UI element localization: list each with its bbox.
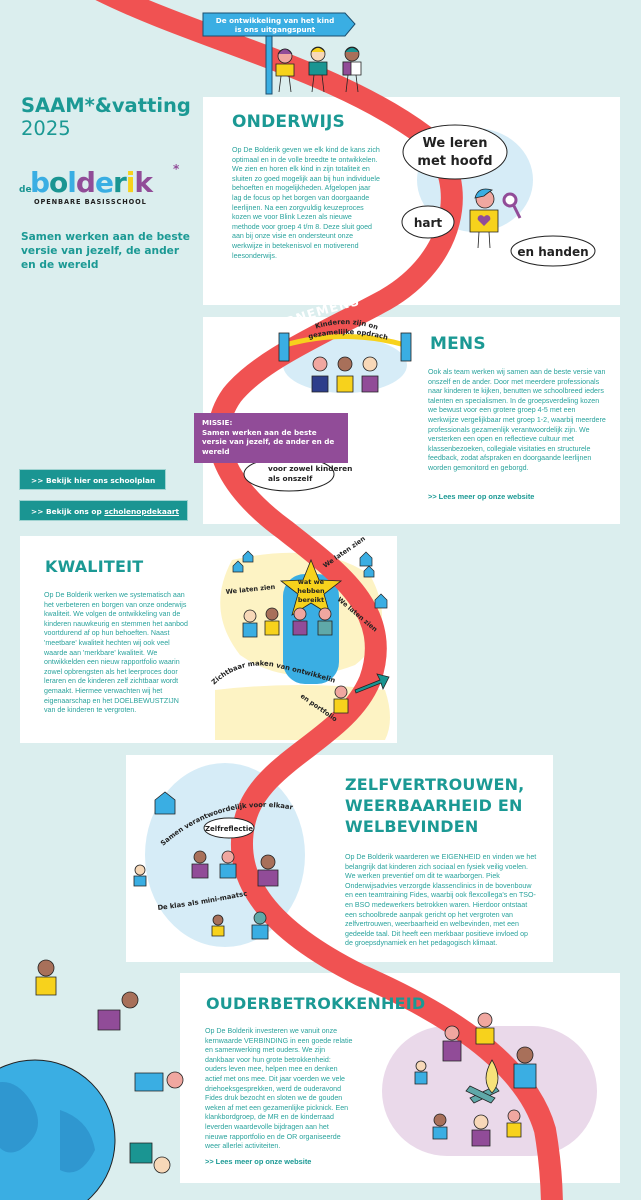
- bubble-heart-text: hart: [414, 216, 443, 230]
- logo-subtitle: OPENBARE BASISSCHOOL: [34, 198, 147, 206]
- signpost-line-2: is ons uitgangspunt: [235, 25, 316, 34]
- section-body-ouderbetrokkenheid: Op De Bolderik investeren we vanuit onze…: [205, 1027, 353, 1151]
- section-body-onderwijs: Op De Bolderik geven we elk kind de kans…: [232, 146, 380, 260]
- missie-box: MISSIE: Samen werken aan de beste versie…: [194, 413, 348, 463]
- missie-text: Samen werken aan de beste versie van jez…: [202, 427, 335, 456]
- flame-icon: [485, 1059, 499, 1094]
- campfire-illustration: [414, 1012, 537, 1147]
- title-line-1: ZELFVERTROUWEN,: [345, 775, 525, 794]
- school-icon: [154, 791, 176, 815]
- bolderik-logo: de bolderik *: [19, 162, 180, 198]
- bubble-zelfreflectie: Zelfreflectie: [205, 825, 253, 833]
- bubble-heart: [401, 205, 455, 239]
- bubble-hands: [510, 235, 596, 267]
- bubble-hands-text: en handen: [517, 245, 588, 259]
- star-line-1: wat we: [298, 578, 325, 586]
- globe-icon: [0, 1059, 116, 1200]
- missie-label: MISSIE:: [202, 418, 233, 427]
- speech-line-1: voor zowel kinderen: [268, 464, 352, 473]
- title-line-2: WEERBAARHEID EN: [345, 796, 523, 815]
- section-body-kwaliteit: Op De Bolderik werken we systematisch aa…: [44, 591, 188, 715]
- page-year: 2025: [21, 117, 71, 140]
- tagline: Samen werken aan de beste versie van jez…: [21, 231, 190, 271]
- logo-asterisk: *: [173, 162, 180, 176]
- scholenopdekaart-link[interactable]: scholenopdekaart: [104, 507, 179, 516]
- mens-read-more-link[interactable]: >> Lees meer op onze website: [428, 492, 535, 501]
- section-title-zelfvertrouwen: ZELFVERTROUWEN, WEERBAARHEID EN WELBEVIN…: [345, 774, 524, 837]
- ouder-read-more-link[interactable]: >> Lees meer op onze website: [205, 1157, 312, 1166]
- scholenopdekaart-button[interactable]: >> Bekijk ons op scholenopdekaart: [19, 500, 188, 521]
- logo-prefix: de: [19, 185, 32, 195]
- heart-icon: [477, 215, 491, 226]
- page-title: SAAM*&vatting: [21, 94, 191, 117]
- star-line-3: bereikt: [298, 596, 324, 604]
- section-title-onderwijs: ONDERWIJS: [232, 112, 345, 132]
- bubble-head-line-1: We leren: [423, 136, 488, 151]
- section-title-kwaliteit: KWALITEIT: [45, 557, 144, 576]
- arrow-icon: [354, 673, 390, 694]
- section-title-ouderbetrokkenheid: OUDERBETROKKENHEID: [206, 994, 426, 1013]
- star-line-2: hebben: [297, 587, 325, 595]
- star-icon: [279, 558, 343, 616]
- title-line-3: WELBEVINDEN: [345, 817, 479, 836]
- schoolplan-button[interactable]: >> Bekijk hier ons schoolplan: [19, 469, 166, 490]
- section-body-zelfvertrouwen: Op De Bolderik waarderen we EIGENHEID en…: [345, 853, 537, 948]
- signpost-icon: De ontwikkeling van het kind is ons uitg…: [202, 12, 356, 95]
- magnifier-icon: [502, 192, 518, 208]
- signpost-line-1: De ontwikkeling van het kind: [216, 16, 334, 25]
- label-we-laten-zien-left: We laten zien: [225, 583, 276, 596]
- speech-line-2: als onszelf: [268, 474, 313, 483]
- bubble-head-line-2: met hoofd: [417, 154, 492, 169]
- speech-bubble-kinderen: voor zowel kinderen als onszelf: [243, 456, 352, 492]
- section-title-mens: MENS: [430, 334, 486, 354]
- globe-illustration: [0, 959, 184, 1200]
- label-portfolio: en portfolio: [299, 692, 339, 723]
- label-we-laten-zien-right: We laten zien: [336, 595, 379, 633]
- schoolplan-button-label: >> Bekijk hier ons schoolplan: [31, 476, 156, 485]
- section-body-mens: Ook als team werken wij samen aan de bes…: [428, 368, 606, 472]
- house-icons: [232, 550, 388, 609]
- scholenopdekaart-prefix: >> Bekijk ons op: [31, 507, 105, 516]
- bubble-head: [402, 124, 508, 180]
- onderwijs-illustration: We leren met hoofd hart en handen: [401, 124, 596, 267]
- kids-walking-icon: [275, 46, 362, 93]
- logo-name: bolderik: [30, 166, 154, 198]
